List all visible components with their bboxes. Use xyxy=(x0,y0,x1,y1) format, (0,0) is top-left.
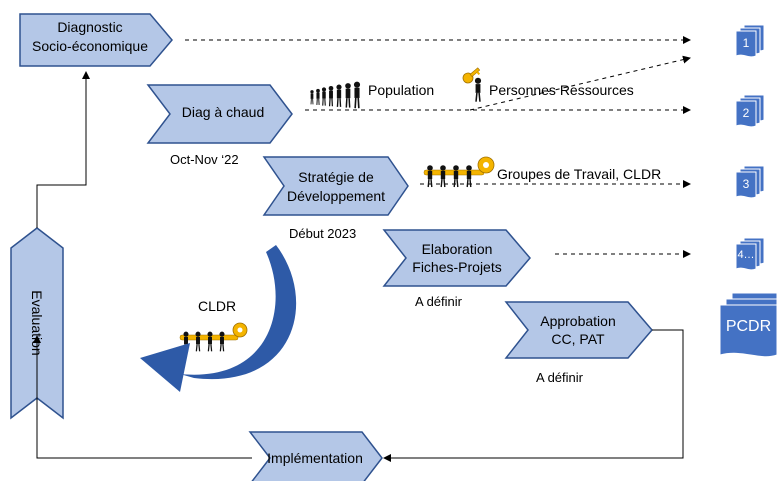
document-2-label: 2 xyxy=(742,106,750,120)
approbation-label: Approbation CC, PAT xyxy=(516,312,640,348)
personnes-ressources-label: Personnes Ressources xyxy=(489,82,634,98)
pcdr-label: PCDR xyxy=(725,318,772,335)
elaboration-date: A définir xyxy=(415,294,462,309)
strategie-chevron xyxy=(262,156,409,216)
document-stack-icon-4 xyxy=(735,237,765,271)
people-with-key-icon xyxy=(423,156,495,188)
strategie-line2: Développement xyxy=(286,188,386,204)
cldr-label: CLDR xyxy=(198,298,237,314)
approbation-to-implementation-line xyxy=(383,329,684,462)
evaluation-label: Evaluation xyxy=(29,290,45,356)
document-4-label: 4… xyxy=(737,249,755,261)
approbation-line1: Approbation xyxy=(540,313,616,329)
diagnostic-chevron xyxy=(19,13,173,67)
key-person-icon xyxy=(462,67,482,103)
approbation-date: A définir xyxy=(536,370,583,385)
people-row-icon xyxy=(309,80,361,109)
diagnostic-line1: Diagnostic xyxy=(57,19,123,35)
dashed-arrow-diagonal xyxy=(469,55,691,111)
diag-chaud-label: Diag à chaud xyxy=(181,104,265,120)
strategie-label: Stratégie de Développement xyxy=(274,168,398,206)
diag-chaud-chevron xyxy=(146,84,293,144)
approbation-line2: CC, PAT xyxy=(551,331,605,347)
implementation-to-evaluation-line xyxy=(33,335,252,459)
evaluation-to-diagnostic-line xyxy=(36,71,90,228)
diagnostic-line2: Socio-économique xyxy=(32,38,148,54)
population-label: Population xyxy=(368,82,435,98)
elaboration-line2: Fiches-Projets xyxy=(412,259,502,275)
diagnostic-label: Diagnostic Socio-économique xyxy=(20,18,160,56)
document-stack-icon-3 xyxy=(735,165,765,199)
elaboration-line1: Elaboration xyxy=(421,241,493,257)
document-3-label: 3 xyxy=(742,177,750,191)
document-stack-icon-2 xyxy=(735,94,765,128)
implementation-chevron xyxy=(248,431,383,481)
document-stack-icon-1 xyxy=(735,24,765,58)
diag-chaud-date: Oct-Nov ‘22 xyxy=(170,152,239,167)
implementation-label: Implémentation xyxy=(267,450,363,466)
curved-arrow-icon xyxy=(140,245,297,392)
strategie-date: Début 2023 xyxy=(289,226,357,241)
document-1-label: 1 xyxy=(742,36,750,50)
elaboration-label: Elaboration Fiches-Projets xyxy=(395,240,519,276)
approbation-chevron xyxy=(504,301,653,359)
strategie-line1: Stratégie de xyxy=(298,169,374,185)
elaboration-chevron xyxy=(382,229,531,287)
pcdr-document-stack-icon xyxy=(719,292,777,358)
groupes-label: Groupes de Travail, CLDR xyxy=(497,166,662,182)
cldr-people-with-key-icon xyxy=(179,322,248,352)
